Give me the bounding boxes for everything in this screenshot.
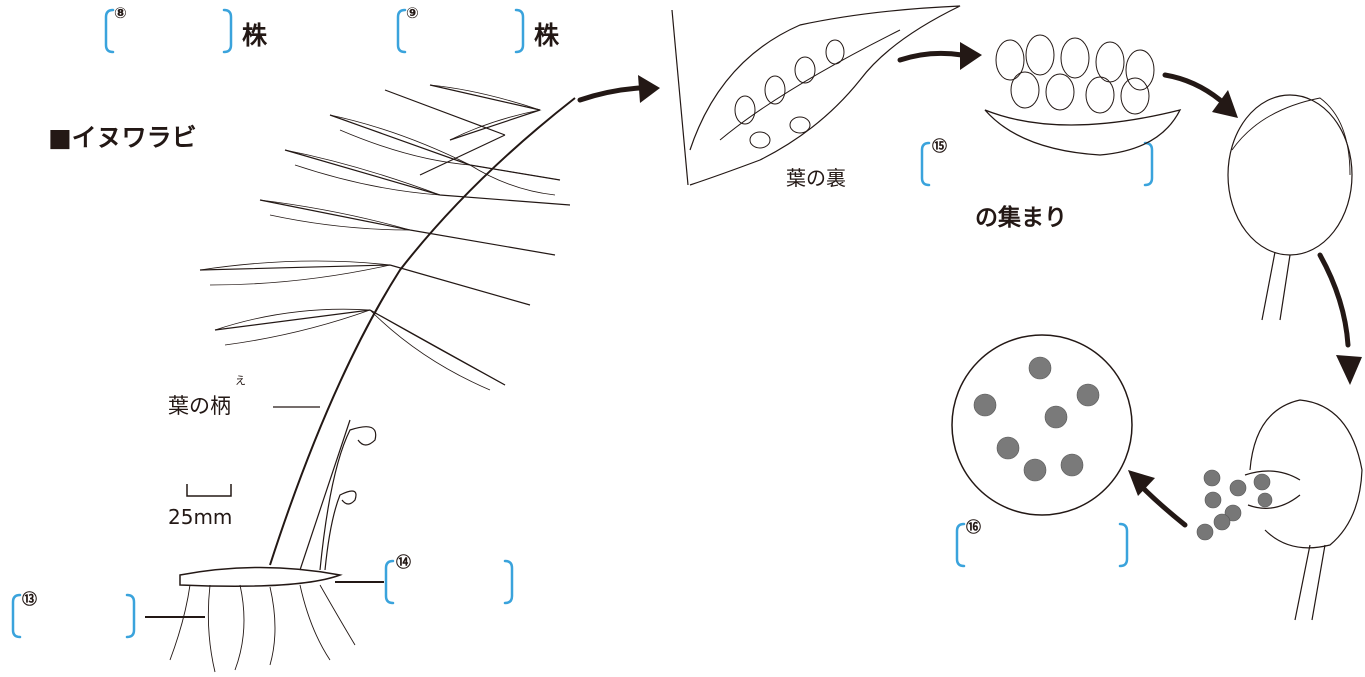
bracket-14-left xyxy=(386,561,393,603)
spore-magnified xyxy=(952,335,1132,515)
sporangium-i xyxy=(1121,78,1149,114)
spore xyxy=(1061,454,1083,476)
arrows xyxy=(580,53,1348,525)
pinna-outline-6 xyxy=(200,261,390,285)
spore xyxy=(974,394,996,416)
scale-bar xyxy=(187,484,231,496)
fern-frond xyxy=(170,85,575,672)
arrow-4-head xyxy=(1336,355,1362,385)
pinna-7 xyxy=(215,310,505,385)
released-spores xyxy=(1197,470,1272,540)
rhizome xyxy=(180,568,340,587)
released-spore xyxy=(1204,470,1220,486)
arrow-4 xyxy=(1320,255,1348,345)
bracket-9-left xyxy=(398,10,405,52)
sporangium-open-capsule xyxy=(1250,400,1362,548)
bracket-8-right xyxy=(224,10,231,52)
arrow-5 xyxy=(1140,485,1185,525)
arrow-1 xyxy=(580,88,640,100)
fiddlehead-2 xyxy=(325,491,356,570)
bracket-15-left xyxy=(922,143,929,185)
sorus-3 xyxy=(795,57,815,83)
pinna-3 xyxy=(330,115,560,180)
spore xyxy=(997,437,1019,459)
sporangium-f xyxy=(1011,72,1039,108)
arrow-1-head xyxy=(638,75,660,103)
fiddlehead-1 xyxy=(320,427,376,570)
released-spore xyxy=(1197,524,1213,540)
pinna-5 xyxy=(260,200,555,255)
sporangium-open-stalk xyxy=(1295,545,1325,620)
released-spore xyxy=(1258,493,1272,507)
sporangium-c xyxy=(1061,38,1089,78)
bracket-15-right xyxy=(1145,143,1152,185)
arrow-5-head xyxy=(1128,470,1155,496)
sorus-1 xyxy=(735,96,755,124)
bracket-8-left xyxy=(106,10,113,52)
sporangium-closed-annulus xyxy=(1232,98,1350,175)
sorus-5 xyxy=(750,132,770,148)
fern-stipe-2 xyxy=(300,420,350,570)
released-spore xyxy=(1254,474,1270,490)
released-spore xyxy=(1205,492,1221,508)
sporangium-b xyxy=(1026,35,1054,75)
bracket-16-left xyxy=(957,524,964,566)
answer-brackets xyxy=(13,10,1152,637)
sporangium-closed-capsule xyxy=(1228,95,1352,255)
released-spore xyxy=(1214,514,1230,530)
sorus-cluster xyxy=(985,35,1180,155)
fern-rachis xyxy=(270,98,575,565)
leaf-underside-outline xyxy=(690,6,960,185)
sporangium-a xyxy=(996,40,1024,80)
sporangium-e xyxy=(1126,50,1154,90)
pinna-outline-7b xyxy=(370,310,505,390)
arrow-2-head xyxy=(960,42,982,70)
sporangium-open-lips xyxy=(1245,471,1300,508)
arrow-3 xyxy=(1165,75,1220,100)
roots xyxy=(170,585,355,672)
spore xyxy=(1045,406,1067,428)
arrow-2 xyxy=(900,53,962,60)
sorus-4 xyxy=(826,40,844,64)
pinna-outline-3b xyxy=(470,165,560,195)
spore xyxy=(1029,357,1051,379)
released-spore xyxy=(1230,480,1246,496)
sporangium-g xyxy=(1046,74,1074,110)
sporangium-d xyxy=(1096,42,1124,82)
bracket-13-left xyxy=(13,595,20,637)
sporangium-open xyxy=(1245,400,1362,620)
spore xyxy=(1077,384,1099,406)
bracket-13-right xyxy=(127,595,134,637)
bracket-14-right xyxy=(505,561,512,603)
leaf-underside xyxy=(672,6,960,185)
sporangium-closed-stalk xyxy=(1262,252,1290,320)
spore xyxy=(1024,459,1046,481)
sporangium-h xyxy=(1086,77,1114,113)
pinna-6 xyxy=(200,265,530,305)
sorus-6 xyxy=(790,117,810,133)
bracket-16-right xyxy=(1120,524,1127,566)
leaf-underside-rachis xyxy=(672,10,688,185)
bracket-9-right xyxy=(516,10,523,52)
